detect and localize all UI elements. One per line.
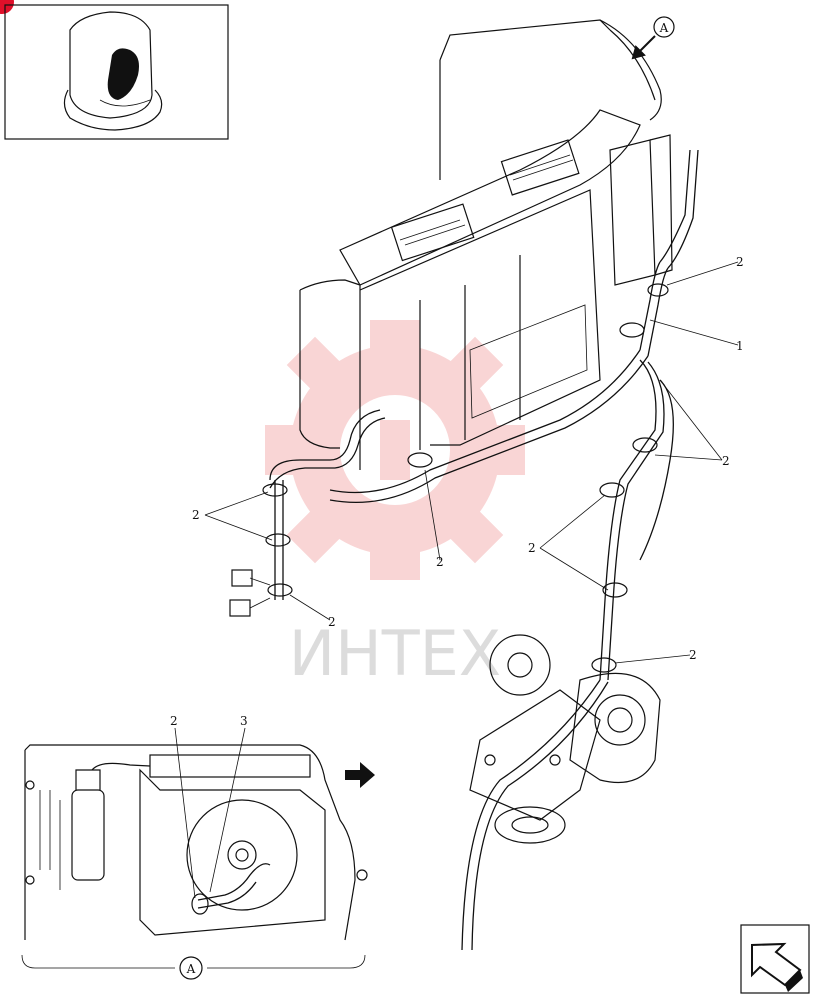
next-page-arrow-icon[interactable] [740,924,810,994]
view-a-indicator: A [631,16,675,60]
detail-view-a-label: A [186,962,196,976]
callout-label-2-left: 2 [192,508,200,522]
watermark-logo [265,320,525,580]
callout-label-2-lower: 2 [689,648,697,662]
hose-routing [229,149,699,951]
view-a-label: A [659,21,669,35]
detail-label-2: 2 [170,714,178,728]
watermark-text: ИНТЕХ [289,617,502,690]
hose-clamps [262,283,669,673]
callout-label-1: 1 [736,339,744,353]
callout-lines [204,261,739,664]
callout-label-2-connector: 2 [328,615,336,629]
detail-direction-arrow-icon [345,762,375,788]
compressor-assembly [469,634,661,844]
corner-marker [0,0,14,14]
callout-label-2-top-right: 2 [736,255,744,269]
arrow-icon [631,35,656,60]
detail-view-a [21,727,368,980]
callout-label-2-right: 2 [722,454,730,468]
callout-label-2-center: 2 [436,555,444,569]
callout-label-2-mid: 2 [528,541,536,555]
thumbnail-inset [4,4,229,140]
detail-label-3: 3 [240,714,248,728]
